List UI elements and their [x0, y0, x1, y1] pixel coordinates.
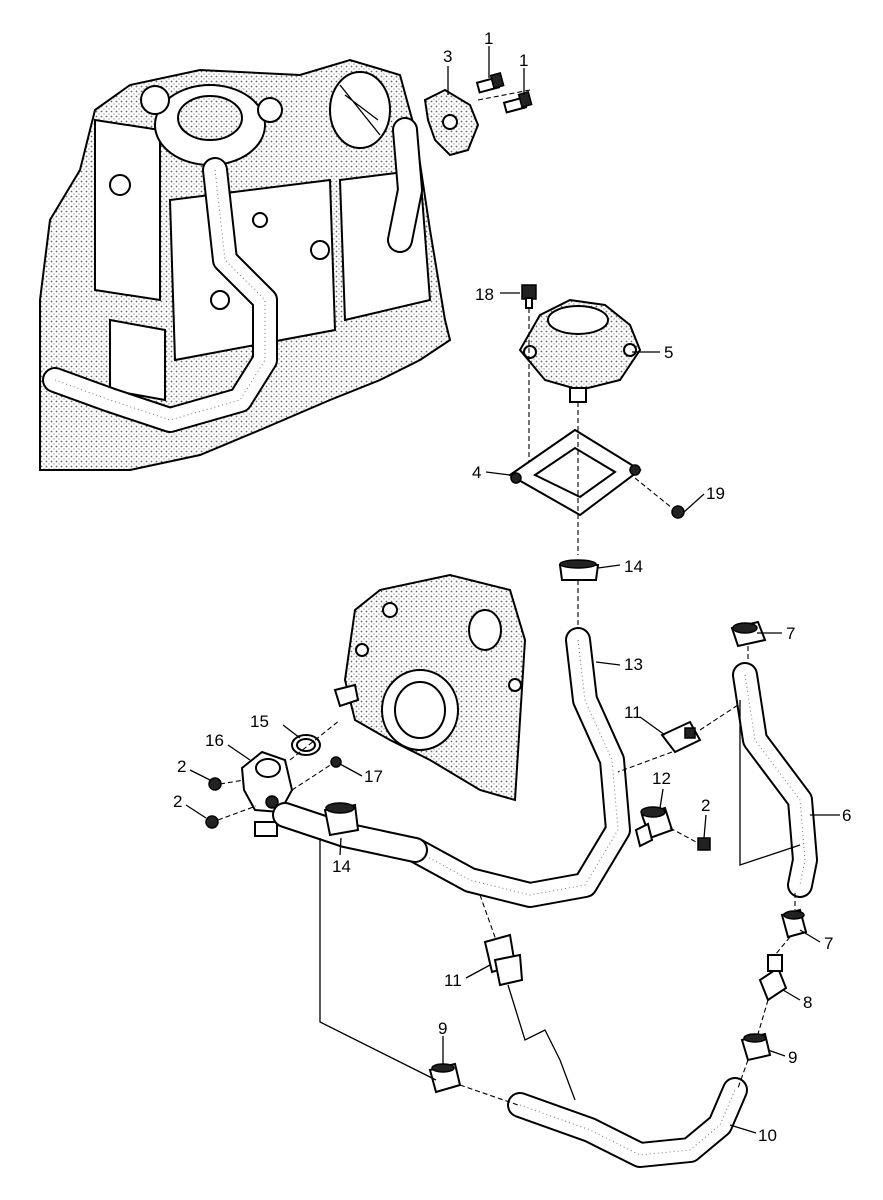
callout-13: 13: [624, 655, 643, 674]
callout-11a: 11: [624, 703, 642, 722]
nut-part-19: [671, 505, 685, 519]
callout-9b: 9: [788, 1048, 797, 1067]
callout-9a: 9: [438, 1019, 447, 1038]
o-ring-part-15: [291, 734, 321, 756]
callout-14a: 14: [624, 557, 643, 576]
callout-10: 10: [758, 1126, 777, 1145]
callout-15: 15: [250, 712, 269, 731]
callout-2b: 2: [173, 792, 182, 811]
nut-part-2b: [205, 815, 219, 829]
callout-labels: 1 1 3 18 5 4 19 14 7 13 11 6 12 2 15 16 …: [173, 29, 851, 1145]
callout-7b: 7: [824, 934, 833, 953]
callout-1a: 1: [484, 29, 493, 48]
bolt-part-18: [521, 284, 537, 309]
callout-1b: 1: [519, 51, 528, 70]
clip-part-11b: [483, 933, 524, 987]
callout-8: 8: [803, 993, 812, 1012]
clip-part-11a: [660, 720, 702, 754]
outlet-part-16: [240, 750, 294, 837]
housing-part-5: [518, 298, 642, 403]
clamp-part-9b: [740, 1032, 772, 1062]
clamp-part-14b: [323, 802, 360, 837]
callout-19: 19: [706, 484, 725, 503]
clamp-part-12: [634, 806, 674, 848]
callout-2a: 2: [177, 757, 186, 776]
gasket-part-4: [508, 428, 642, 517]
callout-2c: 2: [701, 796, 710, 815]
callout-16: 16: [205, 731, 224, 750]
plug-part-17: [330, 756, 342, 768]
nut-part-2a: [208, 777, 222, 791]
callout-4: 4: [472, 463, 481, 482]
hose-part-13: [402, 627, 631, 908]
callout-7a: 7: [786, 624, 795, 643]
clamp-part-14a: [558, 559, 600, 581]
bolt-part-1b: [502, 90, 533, 114]
clamp-part-7b: [780, 908, 808, 939]
hose-part-10: [507, 1077, 748, 1168]
pipe-outlet: [272, 802, 428, 863]
connector-part-8: [758, 954, 788, 1002]
callout-5: 5: [664, 343, 673, 362]
bolt-part-1a: [475, 71, 505, 94]
callout-11b: 11: [444, 971, 462, 990]
bolt-part-2c: [697, 837, 711, 851]
clamp-part-9a: [428, 1062, 462, 1094]
callout-17: 17: [364, 767, 383, 786]
clamp-part-7a: [730, 620, 767, 648]
callout-3: 3: [443, 47, 452, 66]
callout-12: 12: [652, 769, 671, 788]
callout-6: 6: [842, 806, 851, 825]
leader-lines: [185, 46, 840, 1134]
hose-part-6: [732, 662, 818, 898]
engine-block: [39, 58, 452, 471]
timing-cover: [333, 573, 527, 802]
bracket-part-3: [423, 88, 480, 157]
callout-14b: 14: [332, 857, 351, 876]
callout-18: 18: [475, 285, 494, 304]
